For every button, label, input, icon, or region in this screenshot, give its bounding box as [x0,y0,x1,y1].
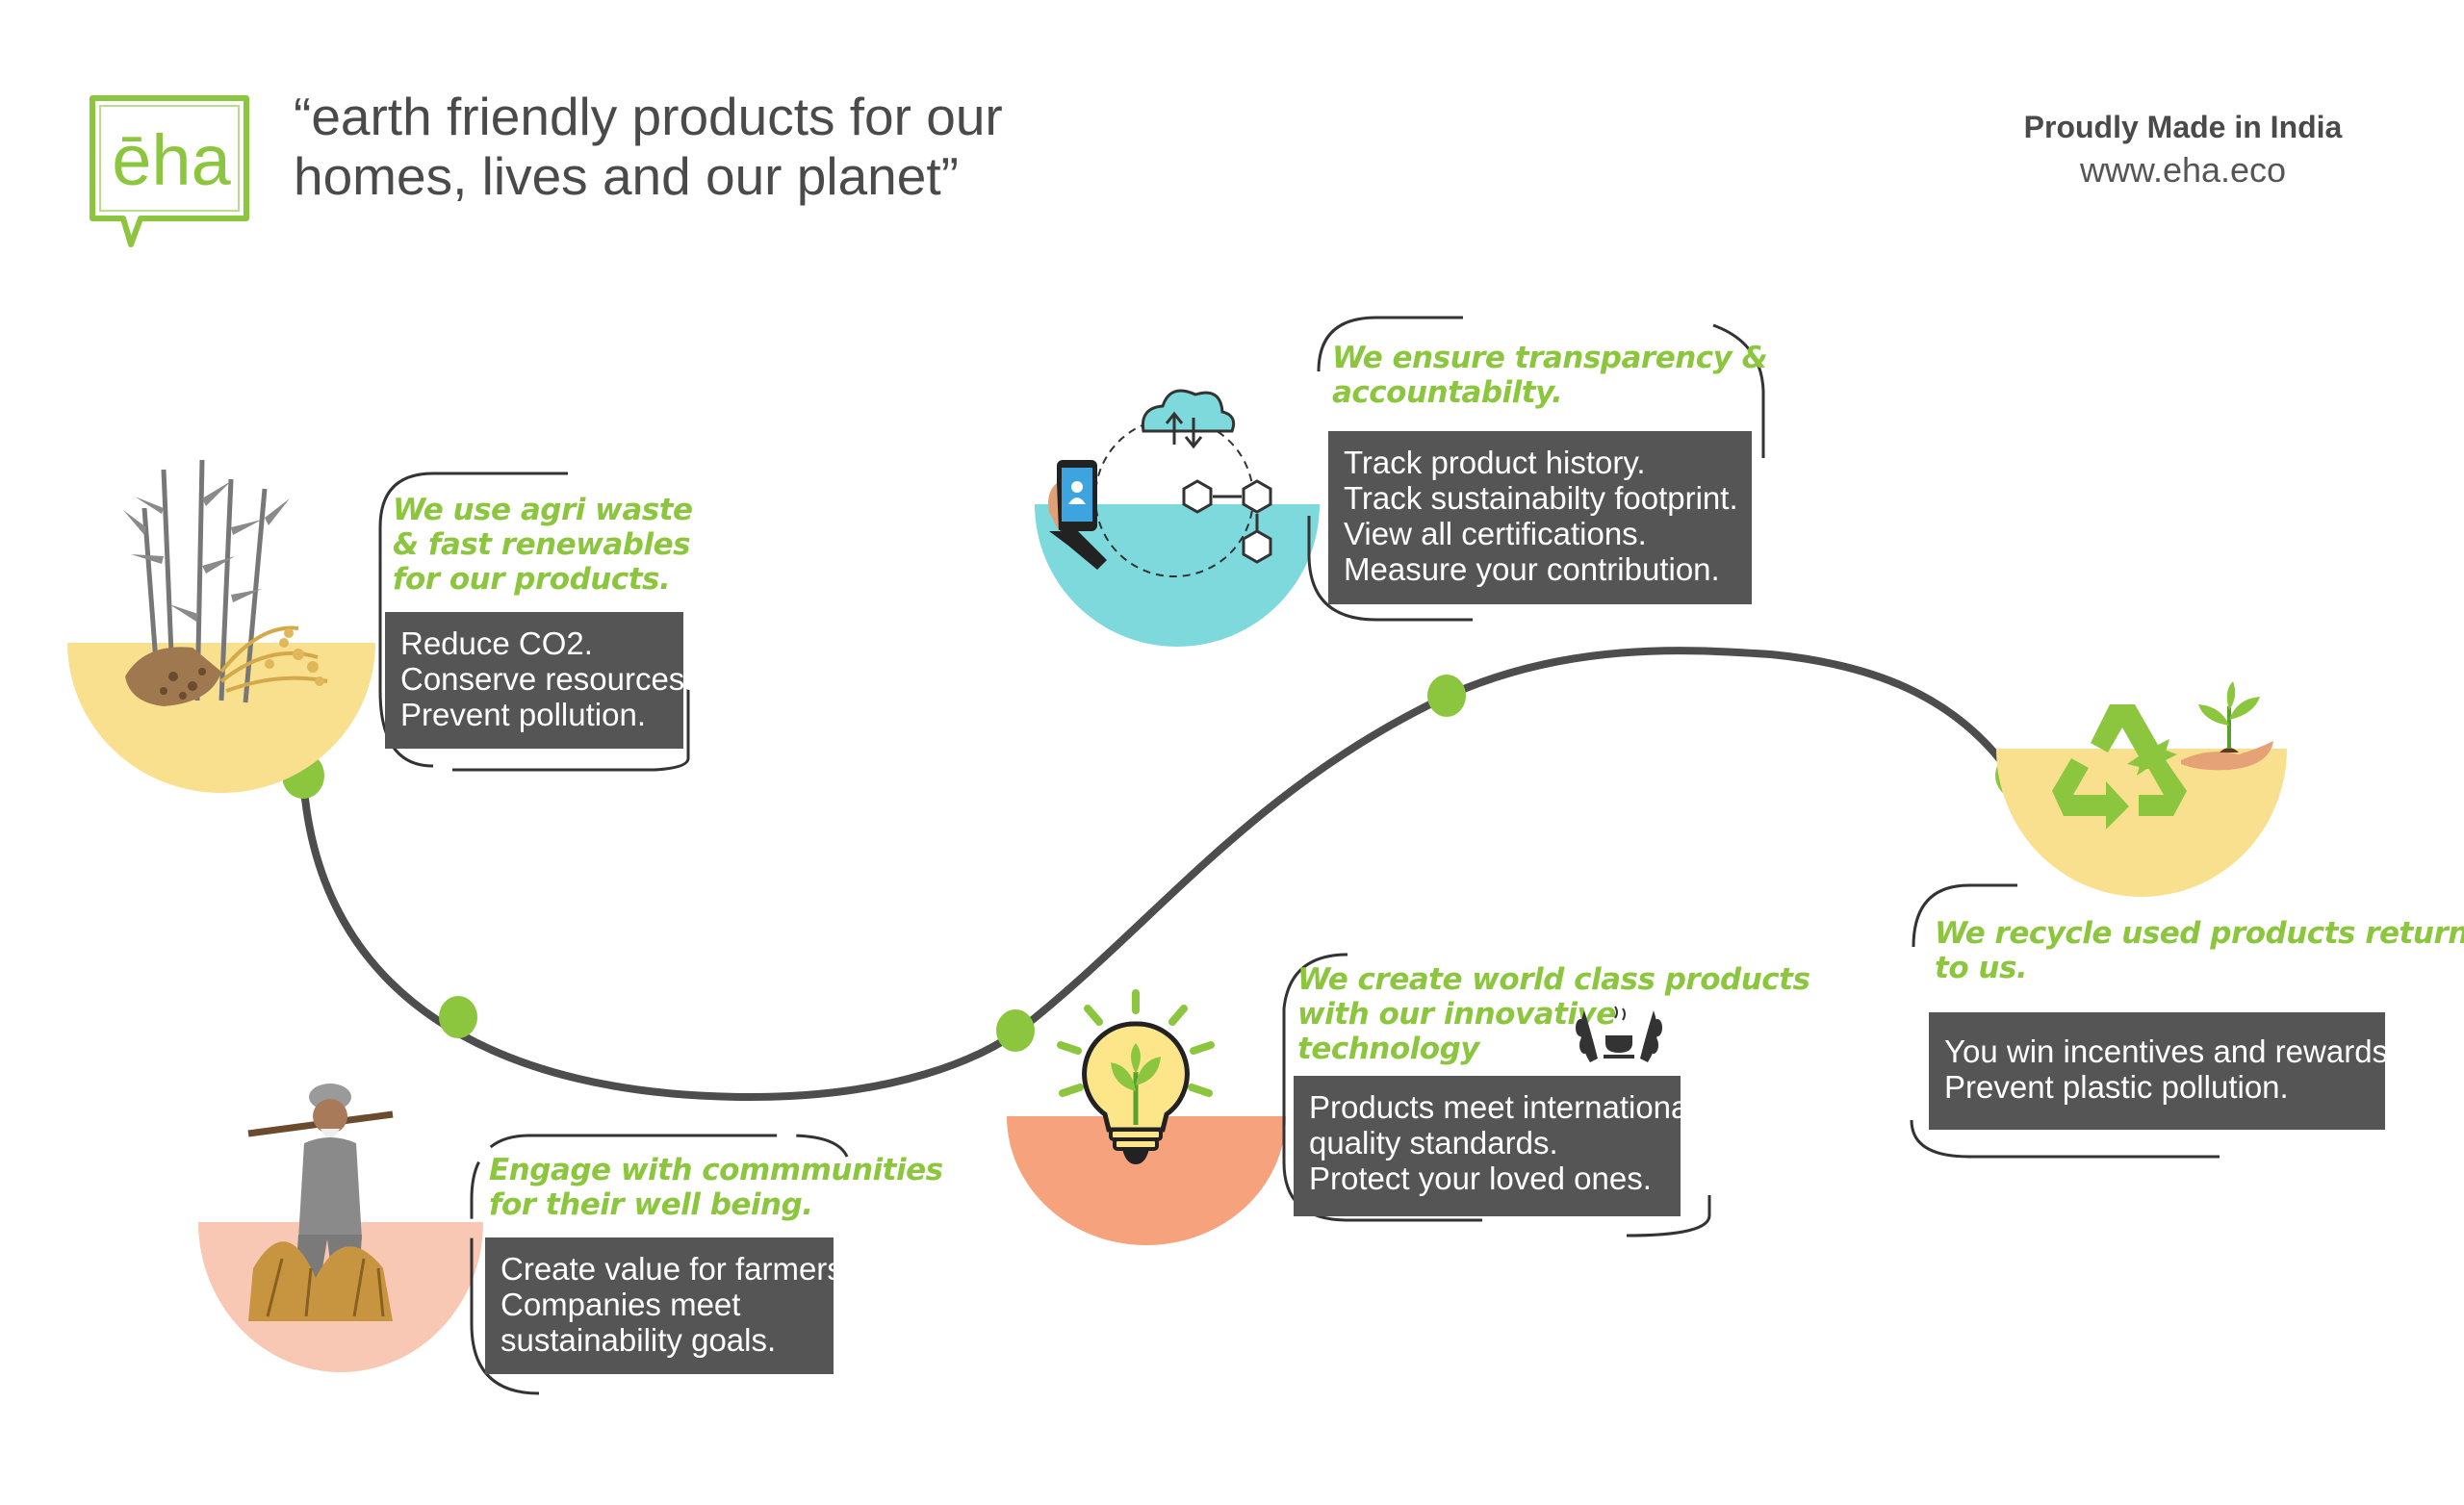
bowl-innovation [1007,1116,1286,1245]
point: Conserve resources. [400,661,694,697]
farmer-icon [247,1084,394,1321]
bamboo-icon [123,459,328,706]
point: Prevent plastic pollution. [1944,1069,2289,1105]
stage-points-box: You win incentives and rewards. Prevent … [1929,1012,2398,1130]
tagline: “earth friendly products for our homes, … [294,87,1025,206]
point: View all certifications. [1344,516,1647,551]
point: Reduce CO2. [400,625,593,661]
flow-node [996,1009,1035,1052]
tagline-line: “earth friendly products for our [294,87,1003,146]
sprout-hand-icon [2181,681,2273,771]
stage-points-box: Create value for farmers. Companies meet… [485,1237,852,1374]
point: quality standards. [1309,1125,1558,1161]
flow-node [439,996,477,1038]
phone-cloud-blockchain-icon [1048,389,1272,577]
flow-node [1427,675,1466,717]
recycle-icon [2052,704,2187,829]
eha-logo: ēha [90,95,249,247]
point: sustainability goals. [500,1322,777,1358]
point: Protect your loved ones. [1309,1161,1652,1196]
stage-points-box: Products meet international quality stan… [1294,1076,1696,1216]
point: You win incentives and rewards. [1944,1033,2398,1069]
point: Track sustainabilty footprint. [1344,480,1738,516]
website-link[interactable]: www.eha.eco [2079,150,2287,190]
origin-block: Proudly Made in India www.eha.eco [1981,106,2385,192]
point: Track product history. [1344,445,1646,480]
svg-text:ēha: ēha [112,120,231,200]
stage-heading: We ensure transparency &accountabilty. [1332,341,1768,410]
tagline-line: homes, lives and our planet” [294,146,959,206]
point: Prevent pollution. [400,697,646,732]
point: Companies meet [500,1287,741,1322]
stage-points-box: Reduce CO2. Conserve resources. Prevent … [385,612,694,749]
stage-points-box: Track product history. Track sustainabil… [1328,431,1752,604]
lightbulb-icon [1057,989,1215,1164]
point: Measure your contribution. [1344,551,1720,587]
point: Products meet international [1309,1089,1696,1125]
award-laurel-icon [1576,1006,1662,1062]
made-in-india-label: Proudly Made in India [2023,110,2343,144]
point: Create value for farmers. [500,1251,852,1287]
